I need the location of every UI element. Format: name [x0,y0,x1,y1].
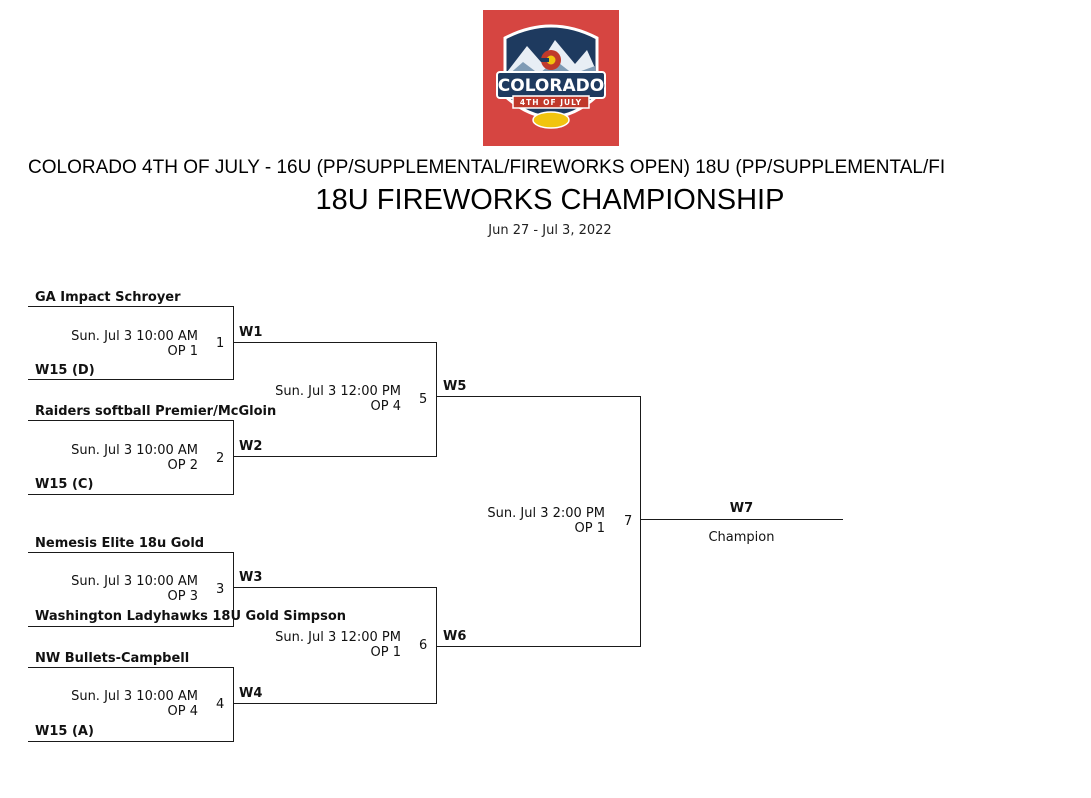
game-7-connector [640,396,641,647]
game-1-time: Sun. Jul 3 10:00 AM [71,329,198,344]
champion-line [640,519,843,520]
game-2-bottom-line [28,494,233,495]
game-3-winner: W3 [239,570,263,585]
game-1-team-top: GA Impact Schroyer [35,290,181,305]
game-3-team-bottom: Washington Ladyhawks 18U Gold Simpson [35,609,347,624]
game-4-winner: W4 [239,686,263,701]
game-6-info: Sun. Jul 3 12:00 PM OP 1 [275,630,401,660]
game-3-top-line [28,552,233,553]
game-4-bottom-line [28,741,233,742]
game-5-connector [436,342,437,457]
game-5-number: 5 [419,392,428,407]
game-3-number: 3 [216,582,225,597]
game-3-field: OP 3 [167,589,198,604]
game-7-number: 7 [624,514,633,529]
game-1-field: OP 1 [167,344,198,359]
game-2-team-bottom: W15 (C) [35,477,94,492]
game-6-field: OP 1 [370,645,401,660]
game-4-top-line [28,667,233,668]
game-5-top-line [233,342,436,343]
game-1-top-line [28,306,233,307]
game-1-number: 1 [216,336,225,351]
game-5-time: Sun. Jul 3 12:00 PM [275,384,401,399]
game-1-bottom-line [28,379,233,380]
game-6-winner: W6 [443,629,467,644]
game-1-team-bottom: W15 (D) [35,363,95,378]
game-2-team-top: Raiders softball Premier/McGloin [35,404,277,419]
game-6-time: Sun. Jul 3 12:00 PM [275,630,401,645]
game-6-top-line [233,587,436,588]
game-7-time: Sun. Jul 3 2:00 PM [487,506,605,521]
game-1-connector [233,306,234,380]
game-4-field: OP 4 [167,704,198,719]
game-1-winner: W1 [239,325,263,340]
game-5-info: Sun. Jul 3 12:00 PM OP 4 [275,384,401,414]
game-2-time: Sun. Jul 3 10:00 AM [71,443,198,458]
game-4-time: Sun. Jul 3 10:00 AM [71,689,198,704]
champion-label: Champion [708,530,775,545]
game-6-number: 6 [419,638,428,653]
game-5-field: OP 4 [370,399,401,414]
game-3-info: Sun. Jul 3 10:00 AM OP 3 [71,574,198,604]
game-4-number: 4 [216,697,225,712]
game-2-top-line [28,420,233,421]
game-4-team-top: NW Bullets-Campbell [35,651,190,666]
game-3-time: Sun. Jul 3 10:00 AM [71,574,198,589]
game-3-bottom-line [28,626,233,627]
game-6-bottom-line [233,703,436,704]
colorado-4th-of-july-logo: COLORADO 4TH OF JULY [483,10,619,146]
game-3-team-top: Nemesis Elite 18u Gold [35,536,205,551]
game-2-info: Sun. Jul 3 10:00 AM OP 2 [71,443,198,473]
game-3-connector [233,552,234,627]
game-1-info: Sun. Jul 3 10:00 AM OP 1 [71,329,198,359]
game-4-info: Sun. Jul 3 10:00 AM OP 4 [71,689,198,719]
game-7-top-line [436,396,640,397]
game-4-team-bottom: W15 (A) [35,724,94,739]
game-5-bottom-line [233,456,436,457]
game-7-info: Sun. Jul 3 2:00 PM OP 1 [487,506,605,536]
logo-subtitle: 4TH OF JULY [519,98,583,107]
game-4-connector [233,667,234,742]
game-6-connector [436,587,437,704]
logo-wordmark: COLORADO [497,76,605,96]
game-2-winner: W2 [239,439,263,454]
game-7-field: OP 1 [574,521,605,536]
game-7-bottom-line [436,646,640,647]
event-title: COLORADO 4TH OF JULY - 16U (PP/SUPPLEMEN… [28,157,946,178]
game-2-number: 2 [216,451,225,466]
game-2-connector [233,420,234,495]
game-2-field: OP 2 [167,458,198,473]
event-dates: Jun 27 - Jul 3, 2022 [488,223,612,238]
game-5-winner: W5 [443,379,467,394]
game-7-winner: W7 [729,501,754,516]
division-title: 18U FIREWORKS CHAMPIONSHIP [315,184,785,216]
